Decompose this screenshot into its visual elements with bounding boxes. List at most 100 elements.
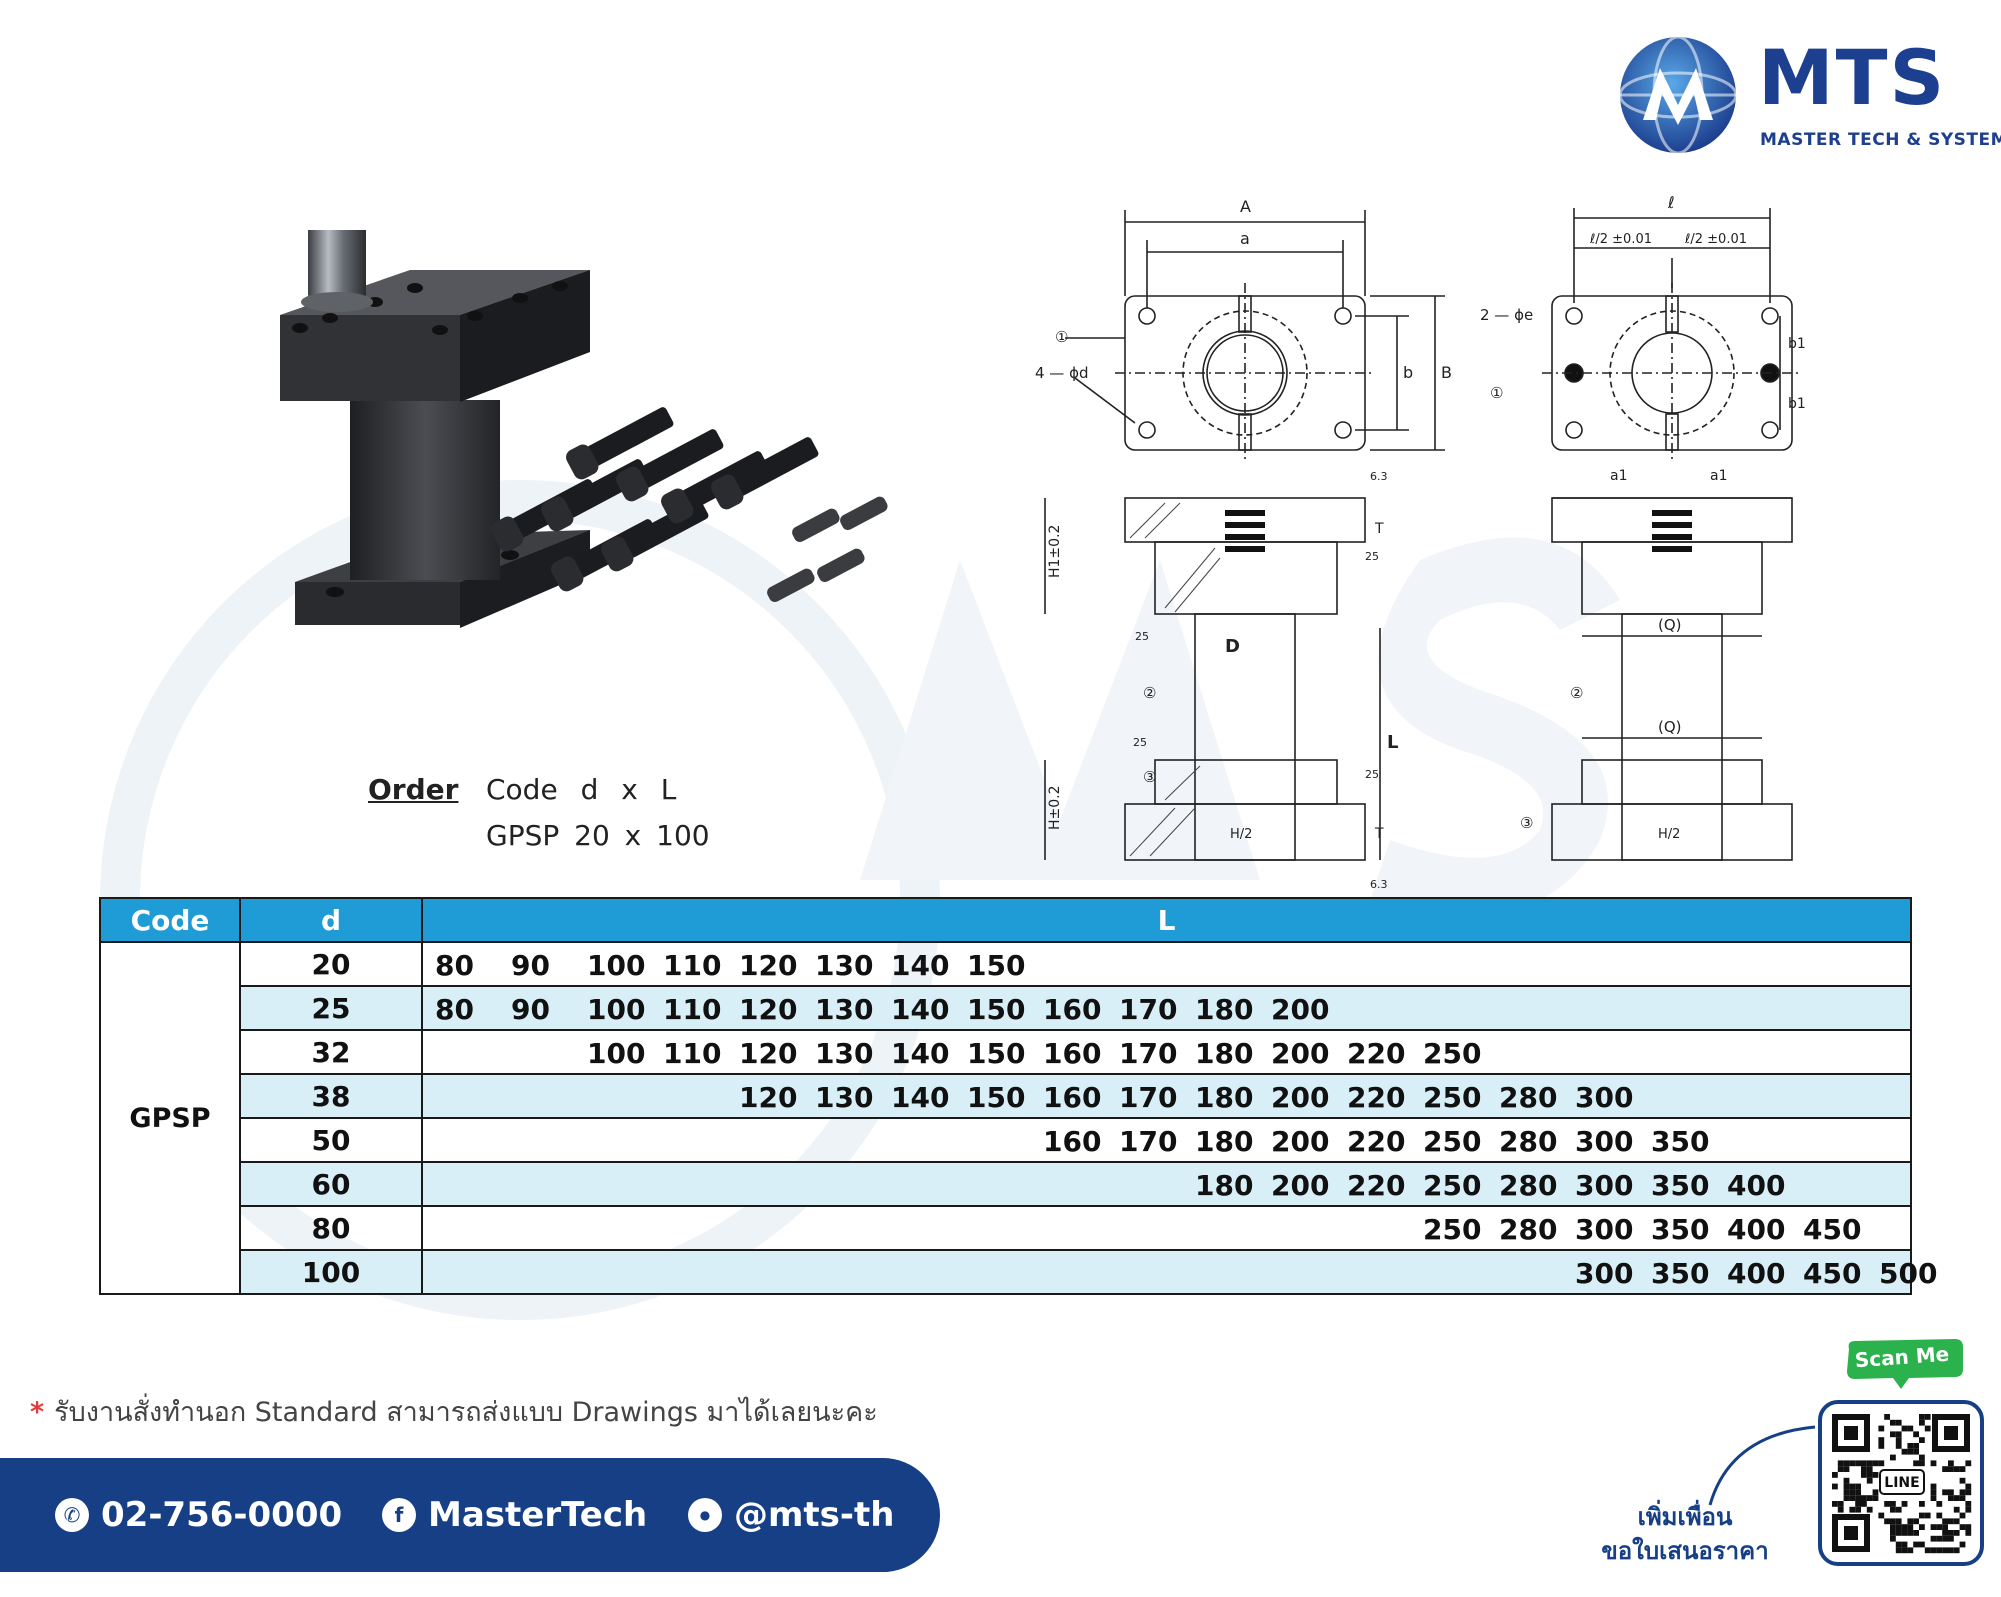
qr-module	[1965, 1489, 1972, 1496]
qr-module	[1953, 1495, 1960, 1501]
qr-module	[1919, 1460, 1925, 1467]
dim-4-d: 4 — ϕd	[1035, 364, 1089, 382]
l-value: 150	[967, 993, 1026, 1026]
scan-me-badge: Scan Me	[1843, 1339, 1973, 1389]
qr-module	[1924, 1512, 1931, 1519]
qr-module	[1942, 1530, 1948, 1536]
l-value: 200	[1271, 993, 1330, 1026]
qr-module	[1855, 1489, 1861, 1496]
qr-module	[1948, 1489, 1954, 1496]
qr-module	[1965, 1530, 1972, 1536]
dim-A: A	[1240, 197, 1251, 216]
header-d: d	[239, 897, 423, 943]
qr-module	[1919, 1437, 1925, 1443]
qr-module	[1948, 1547, 1954, 1554]
l-value: 250	[1423, 1169, 1482, 1202]
qr-module	[1930, 1460, 1937, 1467]
qr-module	[1861, 1466, 1867, 1472]
l-value: 110	[663, 993, 722, 1026]
product-image	[280, 230, 888, 628]
l-value: 180	[1195, 993, 1254, 1026]
callout-1-right: ①	[1490, 384, 1503, 402]
l-value: 200	[1271, 1169, 1330, 1202]
badge-shape	[1847, 1339, 1963, 1389]
l-value: 180	[1195, 1169, 1254, 1202]
l-value: 80	[435, 993, 474, 1026]
qr-module	[1959, 1541, 1966, 1548]
qr-module	[1901, 1448, 1908, 1455]
qr-caption-line2: ขอใบเสนอราคา	[1601, 1537, 1769, 1565]
qr-caption-line1: เพิ่มเพื่อน	[1637, 1503, 1733, 1531]
qr-module	[1849, 1483, 1856, 1490]
callout-2: ②	[1143, 684, 1156, 702]
qr-module	[1872, 1460, 1879, 1467]
qr-module	[1843, 1460, 1850, 1467]
dim-H-half: H/2	[1230, 827, 1252, 842]
logo-wordmark: MTS	[1758, 33, 1947, 122]
qr-module	[1890, 1518, 1896, 1525]
qr-module	[1895, 1547, 1902, 1554]
l-value: 250	[1423, 1125, 1482, 1158]
l-value: 100	[587, 1037, 646, 1070]
qr-module	[1866, 1472, 1873, 1478]
guide-post-body	[280, 230, 590, 628]
qr-module	[1895, 1506, 1902, 1513]
qr-module	[1901, 1524, 1908, 1530]
l-value: 350	[1651, 1257, 1710, 1290]
technical-drawing-side: ℓ ℓ/2 ±0.01 ℓ/2 ±0.01 2 — ϕe b1 b1 a1 a1…	[1480, 193, 1806, 861]
qr-module	[1953, 1466, 1960, 1472]
qr-module	[1843, 1489, 1850, 1496]
l-value: 300	[1575, 1257, 1634, 1290]
surface-25-c: 25	[1365, 550, 1379, 563]
qr-module	[1895, 1419, 1902, 1426]
qr-module	[1919, 1501, 1925, 1507]
dim-T-top: T	[1374, 521, 1384, 537]
socket-bolts	[491, 407, 819, 592]
contact-facebook[interactable]: f MasterTech	[382, 1490, 647, 1540]
l-value: 110	[663, 949, 722, 982]
qr-module	[1890, 1454, 1896, 1461]
l-value: 180	[1195, 1125, 1254, 1158]
l-value: 500	[1879, 1257, 1938, 1290]
callout-3-right: ③	[1520, 814, 1533, 832]
line-qr-code[interactable]: LINE	[1818, 1400, 1984, 1566]
qr-module	[1866, 1495, 1873, 1501]
qr-module	[1890, 1419, 1896, 1426]
contact-line[interactable]: ● @mts-th	[688, 1490, 895, 1540]
dim-a: a	[1240, 229, 1250, 248]
contact-phone[interactable]: ✆ 02-756-0000	[55, 1490, 342, 1540]
qr-module	[1843, 1477, 1850, 1484]
qr-module	[1965, 1501, 1972, 1507]
qr-module	[1849, 1460, 1856, 1467]
qr-module	[1965, 1524, 1972, 1530]
qr-module	[1913, 1448, 1919, 1455]
qr-module	[1924, 1425, 1931, 1432]
qr-module	[1913, 1541, 1919, 1548]
qr-module	[1936, 1512, 1943, 1519]
qr-module	[1913, 1431, 1919, 1438]
l-value: 400	[1727, 1169, 1786, 1202]
qr-module	[1930, 1489, 1937, 1496]
l-value: 180	[1195, 1081, 1254, 1114]
qr-module	[1942, 1489, 1948, 1496]
qr-module	[1878, 1437, 1885, 1443]
dim-a1-right: a1	[1710, 468, 1728, 484]
qr-module	[1890, 1431, 1896, 1438]
facebook-name: MasterTech	[428, 1495, 648, 1535]
qr-module	[1843, 1495, 1850, 1501]
qr-module	[1895, 1530, 1902, 1536]
qr-module	[1913, 1518, 1919, 1525]
qr-module	[1866, 1477, 1873, 1484]
l-value: 100	[587, 993, 646, 1026]
callout-2-right: ②	[1570, 684, 1583, 702]
l-value: 130	[815, 1037, 874, 1070]
l-value: 150	[967, 1037, 1026, 1070]
l-value: 110	[663, 1037, 722, 1070]
qr-module	[1907, 1443, 1914, 1449]
qr-module	[1919, 1512, 1925, 1519]
header-L: L	[421, 897, 1912, 943]
qr-module	[1936, 1501, 1943, 1507]
